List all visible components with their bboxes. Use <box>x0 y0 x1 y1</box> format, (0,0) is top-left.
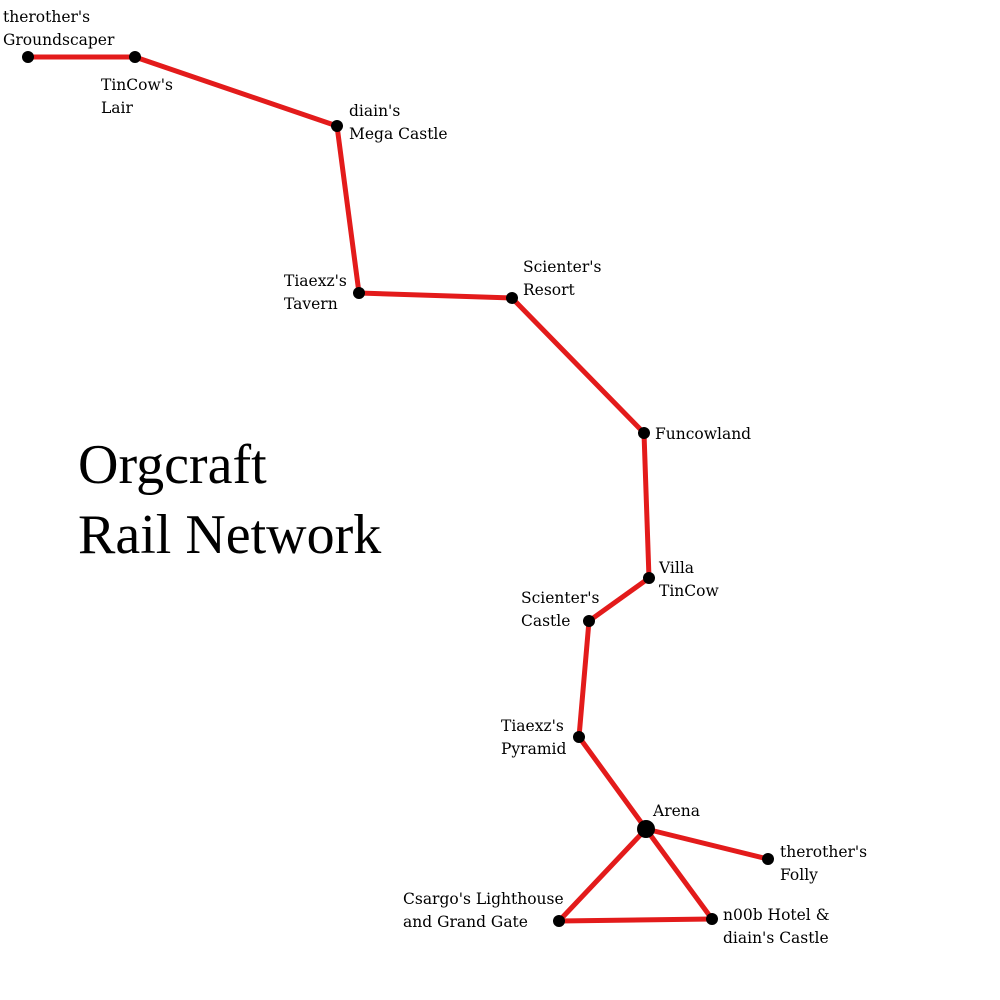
station-dot-therother-folly[interactable] <box>762 853 774 865</box>
station-label-funcowland: Funcowland <box>655 425 751 443</box>
station-label-csargo-lighthouse: Csargo's Lighthouse and Grand Gate <box>403 890 564 931</box>
station-label-line: Folly <box>780 866 818 884</box>
rail-link-scienter-castle-to-tiaexz-pyramid <box>576 618 592 740</box>
rail-link-mega-castle-to-tiaexz-tavern <box>334 123 362 296</box>
station-label-line: and Grand Gate <box>403 913 528 931</box>
station-label-line: TinCow <box>659 582 719 600</box>
station-label-line: Villa <box>658 559 694 577</box>
rail-link-arena-to-therother-folly <box>643 826 771 862</box>
station-dot-tincow-lair[interactable] <box>129 51 141 63</box>
rail-link-funcowland-to-villa-tincow <box>641 430 652 581</box>
rail-link-scienter-resort-to-funcowland <box>509 295 647 436</box>
station-label-line: n00b Hotel & <box>723 906 830 924</box>
stations <box>22 51 774 927</box>
rail-link-tiaexz-pyramid-to-arena <box>576 734 649 832</box>
station-label-line: diain's Castle <box>723 929 829 947</box>
station-label-arena: Arena <box>652 802 700 820</box>
station-label-line: TinCow's <box>101 76 173 94</box>
station-label-line: Lair <box>101 99 133 117</box>
station-label-line: Pyramid <box>501 740 566 758</box>
station-label-line: Scienter's <box>521 589 599 607</box>
station-label-line: Tiaexz's <box>501 717 564 735</box>
station-dot-scienter-castle[interactable] <box>583 615 595 627</box>
station-label-line: Tavern <box>284 295 338 313</box>
station-label-line: therother's <box>780 843 867 861</box>
station-label-line: Resort <box>523 281 576 299</box>
station-dot-villa-tincow[interactable] <box>643 572 655 584</box>
station-label-line: Castle <box>521 612 570 630</box>
station-dot-n00b-hotel[interactable] <box>706 913 718 925</box>
title-line-2: Rail Network <box>78 504 381 566</box>
map-title: Orgcraft Rail Network <box>78 434 381 566</box>
station-dot-funcowland[interactable] <box>638 427 650 439</box>
station-label-line: Scienter's <box>523 258 601 276</box>
rail-link-arena-to-n00b-hotel <box>643 826 715 922</box>
station-label-line: Funcowland <box>655 425 751 443</box>
station-dot-groundscaper[interactable] <box>22 51 34 63</box>
station-label-line: Tiaexz's <box>284 272 347 290</box>
station-label-line: diain's <box>349 102 400 120</box>
station-label-line: Groundscaper <box>3 31 115 49</box>
station-dot-csargo-lighthouse[interactable] <box>553 915 565 927</box>
station-dot-scienter-resort[interactable] <box>506 292 518 304</box>
rail-link-tincow-lair-to-mega-castle <box>132 54 340 129</box>
rail-link-arena-to-csargo-lighthouse <box>556 826 649 924</box>
rail-links <box>25 54 771 924</box>
station-dot-tiaexz-tavern[interactable] <box>353 287 365 299</box>
station-label-n00b-hotel: n00b Hotel & diain's Castle <box>723 906 830 947</box>
title-line-1: Orgcraft <box>78 434 267 496</box>
station-label-line: therother's <box>3 8 90 26</box>
station-dot-tiaexz-pyramid[interactable] <box>573 731 585 743</box>
station-label-line: Mega Castle <box>349 125 448 143</box>
station-label-line: Arena <box>652 802 700 820</box>
station-label-line: Csargo's Lighthouse <box>403 890 564 908</box>
rail-link-villa-tincow-to-scienter-castle <box>586 575 652 624</box>
station-dot-mega-castle[interactable] <box>331 120 343 132</box>
station-dot-arena[interactable] <box>637 820 655 838</box>
rail-link-csargo-lighthouse-to-n00b-hotel <box>556 916 715 924</box>
rail-link-tiaexz-tavern-to-scienter-resort <box>356 290 515 301</box>
